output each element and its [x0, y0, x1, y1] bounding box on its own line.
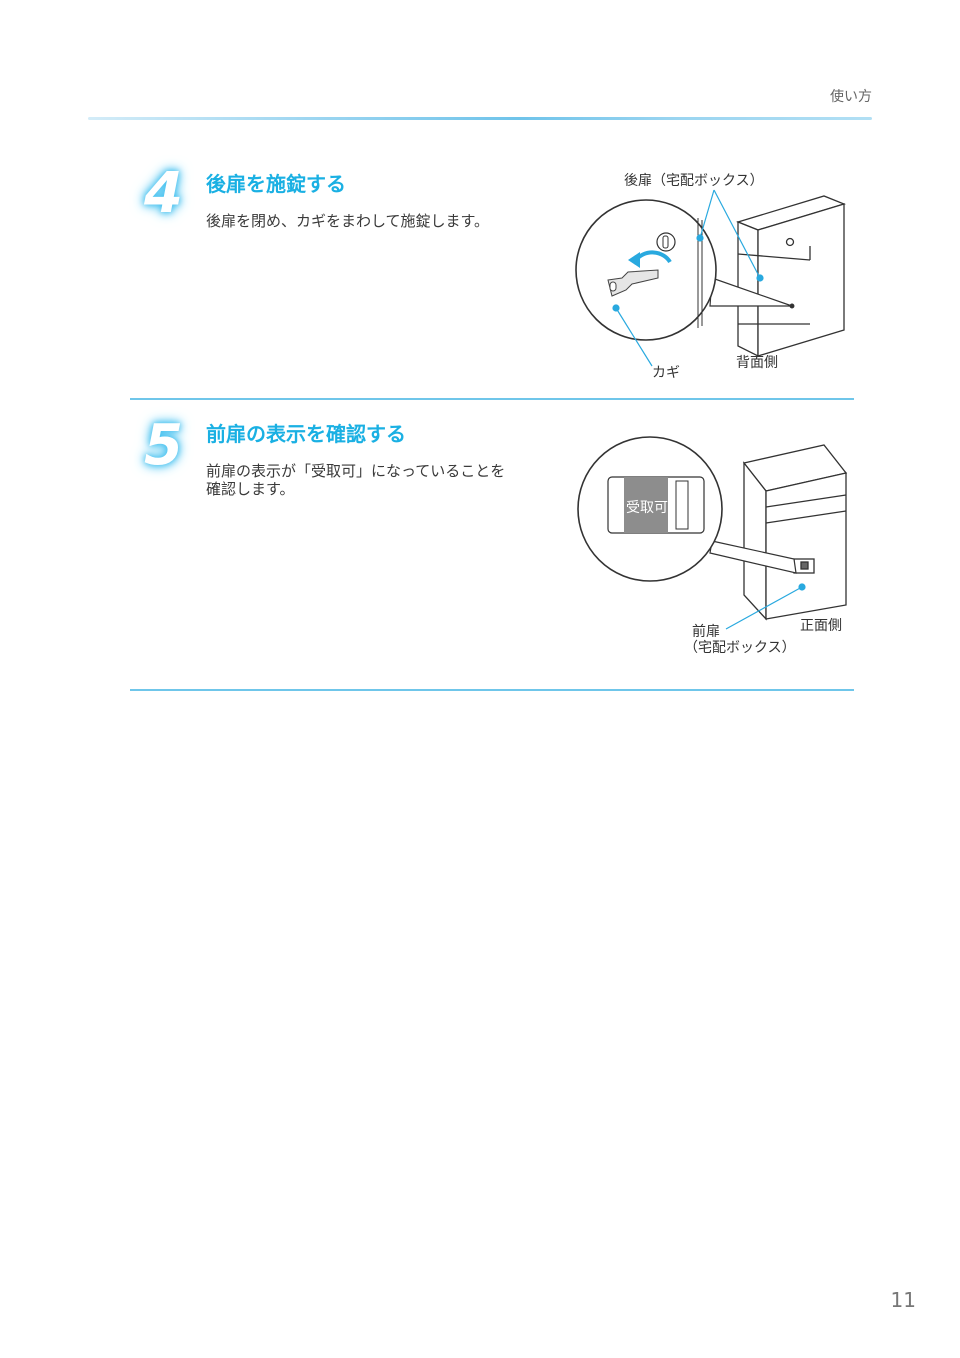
step-5: 5 前扉の表示を確認する 前扉の表示が「受取可」になっていることを 確認します。: [130, 414, 854, 674]
step-text-line-1: 前扉の表示が「受取可」になっていることを: [206, 462, 506, 480]
step-number: 5: [144, 413, 183, 478]
step-title: 前扉の表示を確認する: [206, 422, 406, 446]
rear-door-label: 後扉（宅配ボックス）: [624, 173, 764, 189]
front-door-label-line-2: （宅配ボックス）: [684, 640, 796, 656]
step-number: 4: [144, 161, 183, 226]
step-title: 後扉を施錠する: [206, 172, 346, 196]
front-door-illustration: 受取可 前扉 （宅配ボックス） 正面側: [570, 415, 860, 665]
step-divider: [130, 398, 854, 400]
front-door-label-line-1: 前扉: [692, 624, 720, 640]
rear-lock-diagram-icon: [575, 189, 846, 367]
section-label: 使い方: [830, 89, 872, 105]
key-label: カギ: [652, 365, 680, 381]
step-text-line-2: 確認します。: [206, 480, 295, 498]
rear-door-illustration: 後扉（宅配ボックス） カギ 背面側: [570, 160, 860, 390]
rear-side-label: 背面側: [736, 355, 778, 371]
header-rule: [88, 117, 872, 120]
step-text: 後扉を閉め、カギをまわして施錠します。: [206, 212, 490, 230]
front-side-label: 正面側: [800, 618, 842, 634]
page-number: 11: [890, 1288, 916, 1312]
step-divider: [130, 689, 854, 691]
indicator-text: 受取可: [626, 500, 668, 516]
front-indicator-diagram-icon: [577, 436, 848, 630]
step-4: 4 後扉を施錠する 後扉を閉め、カギをまわして施錠します。: [130, 160, 854, 390]
